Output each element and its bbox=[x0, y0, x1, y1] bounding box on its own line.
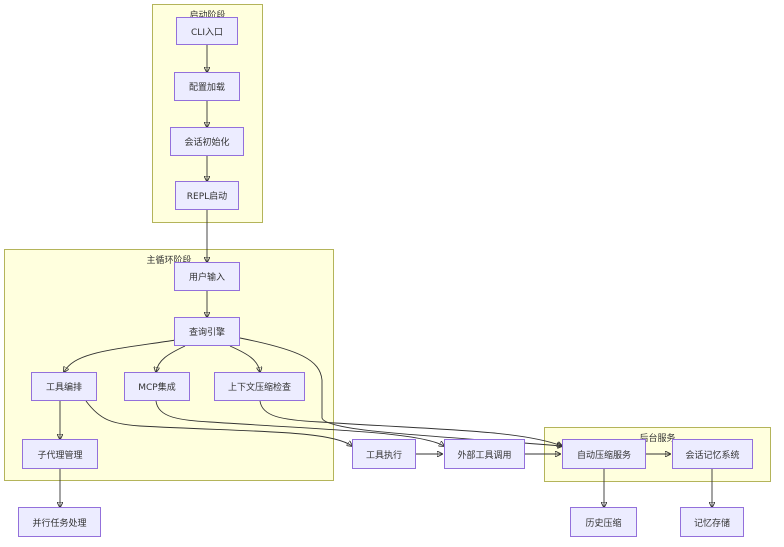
node-external-tool[interactable]: 外部工具调用 bbox=[444, 439, 525, 469]
node-config-load[interactable]: 配置加载 bbox=[174, 72, 240, 101]
edge-mcp-to-external bbox=[155, 400, 444, 446]
node-session-memory[interactable]: 会话记忆系统 bbox=[672, 439, 753, 469]
node-repl-start[interactable]: REPL启动 bbox=[175, 181, 239, 210]
cluster-background-title: 后台服务 bbox=[639, 434, 676, 444]
node-session-init[interactable]: 会话初始化 bbox=[170, 127, 244, 156]
node-auto-compress[interactable]: 自动压缩服务 bbox=[562, 439, 646, 469]
edge-query-to-tool-orch bbox=[64, 339, 177, 372]
cluster-startup-title: 启动阶段 bbox=[189, 11, 226, 21]
node-context-check[interactable]: 上下文压缩检查 bbox=[214, 372, 305, 401]
node-history-compress[interactable]: 历史压缩 bbox=[570, 507, 637, 537]
edge-query-to-mcp bbox=[156, 345, 186, 372]
node-tool-orchestration[interactable]: 工具编排 bbox=[31, 372, 97, 401]
edge-query-to-context bbox=[229, 345, 260, 372]
node-mcp-integration[interactable]: MCP集成 bbox=[124, 372, 190, 401]
node-memory-storage[interactable]: 记忆存储 bbox=[680, 507, 744, 537]
node-tool-exec[interactable]: 工具执行 bbox=[352, 439, 416, 469]
node-cli-entry[interactable]: CLI入口 bbox=[176, 17, 238, 45]
cluster-main-loop-title: 主循环阶段 bbox=[146, 256, 192, 266]
edge-query-to-auto-compress bbox=[239, 337, 562, 446]
node-user-input[interactable]: 用户输入 bbox=[174, 262, 240, 291]
node-subagent-mgmt[interactable]: 子代理管理 bbox=[22, 439, 98, 469]
edge-tool-orch-to-tool-exec bbox=[85, 400, 352, 446]
node-query-engine[interactable]: 查询引擎 bbox=[174, 317, 240, 346]
node-parallel-tasks[interactable]: 并行任务处理 bbox=[18, 507, 101, 537]
edge-context-to-auto-compress bbox=[259, 400, 562, 446]
